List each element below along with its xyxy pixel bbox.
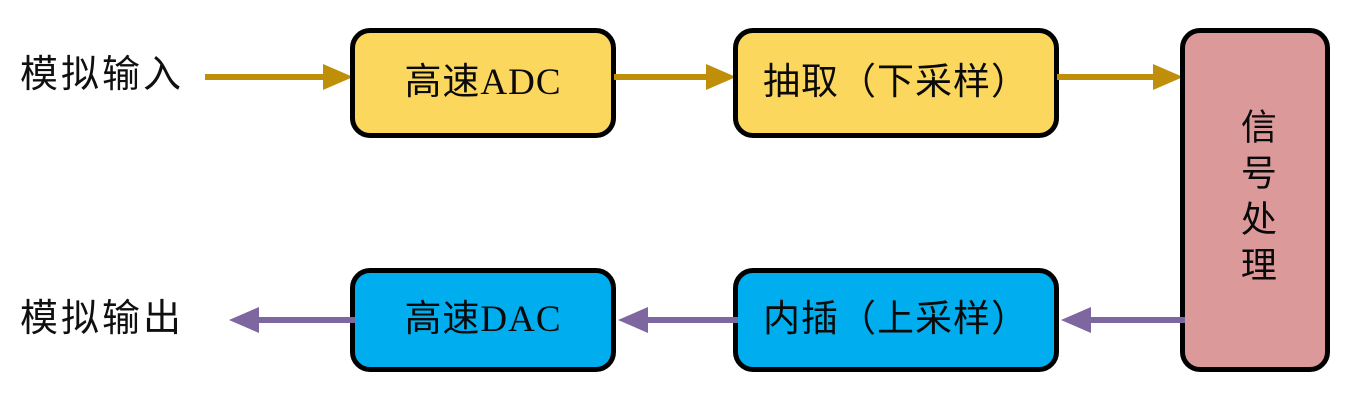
block-adc-label: 高速ADC [404,61,562,103]
arrow-adc-to-decimation [614,62,738,92]
arrow-input-to-adc [205,62,355,92]
analog-input-label: 模拟输入 [20,54,185,96]
block-adc[interactable]: 高速ADC [350,28,616,138]
block-dac-label: 高速DAC [404,298,562,340]
arrow-interpolation-to-dac [614,305,738,335]
block-dac[interactable]: 高速DAC [350,268,616,372]
arrow-decimation-to-dsp [1057,62,1185,92]
block-interpolation[interactable]: 内插（上采样） [733,268,1059,372]
block-signal-processing[interactable]: 信号处理 [1180,28,1330,372]
arrow-dsp-to-interpolation [1057,305,1185,335]
arrow-dac-to-output [225,305,355,335]
analog-output-label: 模拟输出 [20,298,185,340]
block-signal-processing-label: 信号处理 [1235,108,1276,292]
block-decimation-label: 抽取（下采样） [763,61,1029,103]
block-interpolation-label: 内插（上采样） [763,298,1029,340]
block-decimation[interactable]: 抽取（下采样） [733,28,1059,138]
